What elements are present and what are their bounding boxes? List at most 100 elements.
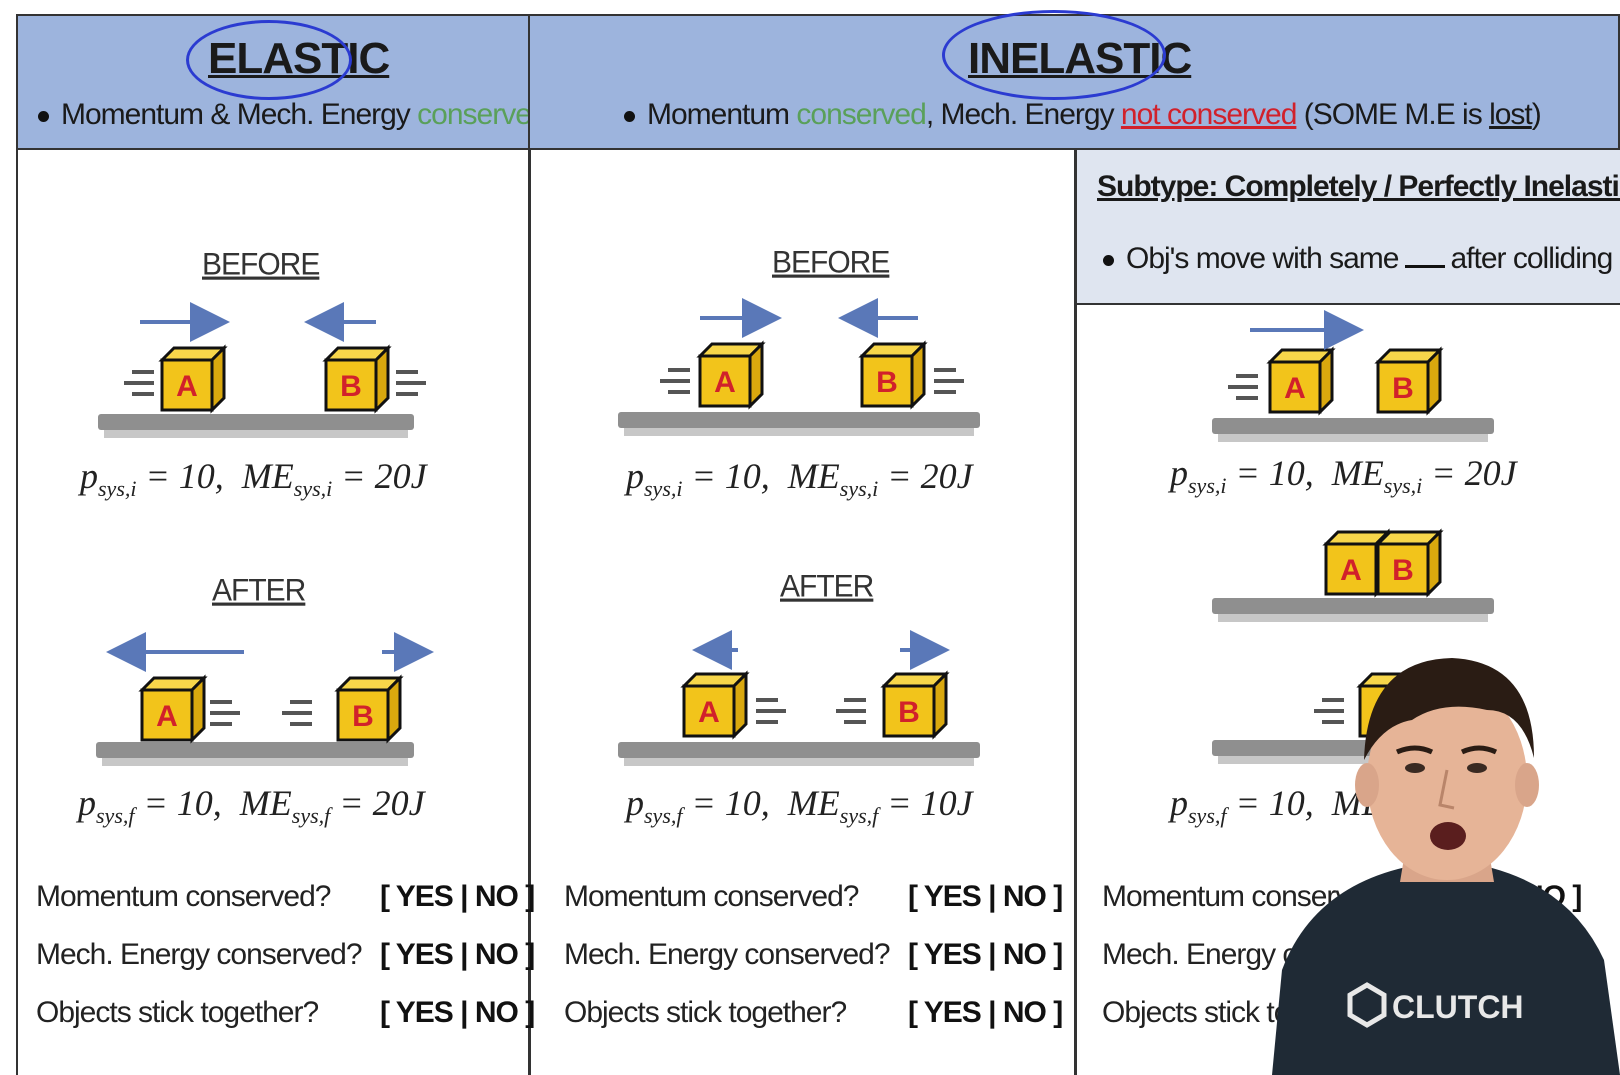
elastic-q1: Momentum conserved? — [36, 880, 331, 913]
ground-surface — [98, 414, 414, 430]
inelastic-q2: Mech. Energy conserved? — [564, 938, 891, 971]
ground-shadow — [624, 758, 974, 766]
inelastic-eq-before: psys,i = 10, MEsys,i = 20J — [626, 456, 973, 502]
inelastic-after-block-b — [882, 684, 936, 738]
elastic-before-block-a — [160, 358, 214, 412]
perfect-before-block-b — [1376, 360, 1430, 414]
ground-shadow — [102, 758, 408, 766]
ground-shadow — [624, 428, 974, 436]
ground-shadow — [1218, 756, 1488, 764]
left-border — [16, 150, 18, 1075]
inelastic-before-label: BEFORE — [772, 245, 890, 280]
elastic-before-block-b-letter: B — [340, 370, 362, 403]
blank-line — [1404, 265, 1445, 268]
inelastic-bullet-momentum: Momentum — [647, 98, 790, 131]
inelastic-not-conserved-text: not conserved — [1120, 98, 1297, 131]
elastic-header: ELASTIC Momentum & Mech. Energy conserve… — [16, 14, 548, 150]
ground-surface — [1212, 418, 1494, 434]
inelastic-bullet-mid: , Mech. Energy — [925, 98, 1115, 131]
perfect-eq-before: psys,i = 10, MEsys,i = 20J — [1170, 453, 1517, 499]
ground-shadow — [1218, 434, 1488, 442]
perfect-mid-block-a — [1324, 542, 1378, 596]
elastic-a3[interactable]: [ YES | NO ] — [380, 996, 535, 1029]
perfect-before-block-a-letter: A — [1284, 372, 1306, 405]
elastic-eq-after: psys,f = 10, MEsys,f = 20J — [78, 783, 425, 829]
elastic-after-label: AFTER — [212, 573, 306, 608]
elastic-after-block-b — [336, 688, 390, 742]
inelastic-after-block-b-side — [932, 670, 948, 740]
ground-surface — [618, 412, 980, 428]
inelastic-before-block-a-letter: A — [714, 366, 736, 399]
inelastic-after-label: AFTER — [780, 569, 874, 604]
inelastic-before-block-b-side — [910, 340, 926, 410]
elastic-before-label: BEFORE — [202, 247, 320, 282]
subtype-box: Subtype: Completely / Perfectly Inelasti… — [1077, 150, 1620, 305]
perfect-mid-block-b — [1376, 542, 1430, 596]
subtype-bullet-b: after colliding — [1450, 242, 1614, 275]
bullet-dot-icon — [1103, 254, 1114, 266]
inelastic-q1: Momentum conserved? — [564, 880, 859, 913]
elastic-a1[interactable]: [ YES | NO ] — [380, 880, 535, 913]
elastic-bullet: Momentum & Mech. Energy conserved — [38, 98, 548, 132]
elastic-eq-before: psys,i = 10, MEsys,i = 20J — [80, 456, 427, 502]
elastic-before-block-a-letter: A — [176, 370, 198, 403]
divider-1 — [528, 150, 531, 1075]
elastic-after-block-b-side — [386, 674, 402, 744]
inelastic-before-block-b-letter: B — [876, 366, 898, 399]
inelastic-a2[interactable]: [ YES | NO ] — [908, 938, 1063, 971]
subtype-bullet-a: Obj's move with same — [1126, 242, 1399, 275]
ground-shadow — [1218, 614, 1488, 622]
inelastic-paren-a: (SOME M.E is — [1303, 98, 1483, 131]
ground-surface — [96, 742, 414, 758]
ground-shadow — [104, 430, 408, 438]
elastic-q3: Objects stick together? — [36, 996, 319, 1029]
elastic-after-block-a — [140, 688, 194, 742]
clutch-logo: CLUTCH — [1347, 982, 1524, 1028]
inelastic-after-block-a-side — [732, 670, 748, 740]
elastic-before-block-b — [324, 358, 378, 412]
inelastic-header: INELASTIC Momentum conserved, Mech. Ener… — [528, 10, 1620, 150]
elastic-after-block-a-letter: A — [156, 700, 178, 733]
presenter-mouth — [1430, 822, 1466, 850]
subtype-title: Subtype: Completely / Perfectly Inelasti… — [1097, 170, 1620, 203]
elastic-bullet-text: Momentum & Mech. Energy — [61, 98, 411, 131]
inelastic-a1[interactable]: [ YES | NO ] — [908, 880, 1063, 913]
perfect-before-block-a — [1268, 360, 1322, 414]
presenter-video-overlay: CLUTCH — [1272, 658, 1620, 1075]
inelastic-a3[interactable]: [ YES | NO ] — [908, 996, 1063, 1029]
inelastic-paren-b: ) — [1531, 98, 1542, 131]
subtype-bullet: Obj's move with same after colliding — [1103, 242, 1614, 276]
inelastic-before-block-a — [698, 354, 752, 408]
inelastic-eq-after: psys,f = 10, MEsys,f = 10J — [626, 783, 973, 829]
ground-surface — [618, 742, 980, 758]
elastic-a2[interactable]: [ YES | NO ] — [380, 938, 535, 971]
perfect-mid-block-b-letter: B — [1392, 554, 1414, 587]
inelastic-conserved-text: conserved — [796, 98, 926, 131]
ground-surface — [1212, 598, 1494, 614]
bullet-dot-icon — [624, 110, 635, 122]
inelastic-bullet: Momentum conserved, Mech. Energy not con… — [624, 98, 1542, 132]
perfect-before-block-b-letter: B — [1392, 372, 1414, 405]
elastic-q2: Mech. Energy conserved? — [36, 938, 363, 971]
presenter-face — [1367, 680, 1527, 880]
elastic-title-circle — [186, 20, 352, 100]
inelastic-title-circle — [942, 10, 1166, 100]
elastic-conserved-text: conserved — [417, 98, 547, 131]
inelastic-before-block-b — [860, 354, 914, 408]
svg-text:CLUTCH: CLUTCH — [1392, 989, 1524, 1025]
inelastic-lost-text: lost — [1489, 98, 1533, 131]
perfect-before-block-b-side — [1426, 346, 1442, 416]
inelastic-after-block-a-letter: A — [698, 696, 720, 729]
presenter-shirt — [1272, 868, 1620, 1075]
elastic-after-block-a-side — [190, 674, 206, 744]
inelastic-q3: Objects stick together? — [564, 996, 847, 1029]
perfect-q3: Objects stick to — [1102, 996, 1290, 1029]
inelastic-before-block-a-side — [748, 340, 764, 410]
perfect-before-block-a-side — [1318, 346, 1334, 416]
presenter-hair — [1364, 658, 1534, 760]
elastic-before-block-a-side — [210, 344, 226, 414]
elastic-after-block-b-letter: B — [352, 700, 374, 733]
elastic-before-block-b-side — [374, 344, 390, 414]
divider-2 — [1074, 150, 1077, 1075]
perfect-mid-block-b-side — [1426, 528, 1442, 598]
